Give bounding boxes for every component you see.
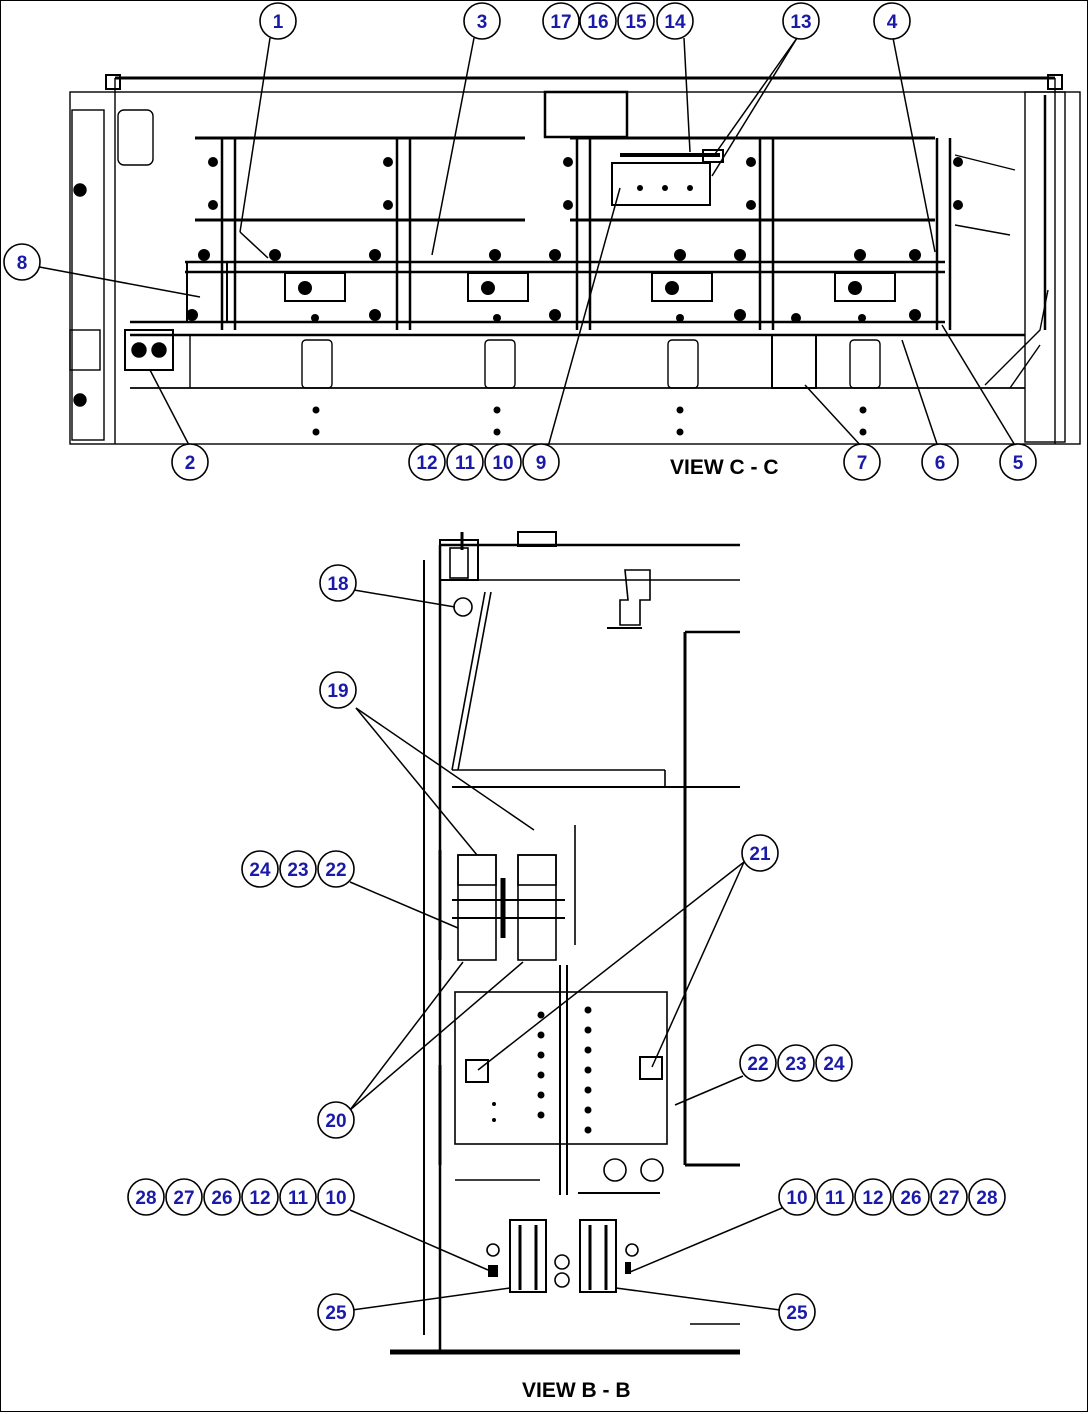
svg-text:25: 25 xyxy=(786,1303,808,1324)
callout-27[interactable]: 27 xyxy=(930,1178,968,1216)
callout-27[interactable]: 27 xyxy=(165,1178,203,1216)
callout-24[interactable]: 24 xyxy=(815,1044,853,1082)
view-c-drawing xyxy=(69,74,1081,445)
svg-text:18: 18 xyxy=(327,574,348,595)
callout-24[interactable]: 24 xyxy=(241,850,279,888)
callout-6[interactable]: 6 xyxy=(921,443,959,481)
svg-text:24: 24 xyxy=(823,1054,845,1075)
svg-text:22: 22 xyxy=(325,860,346,881)
callout-12[interactable]: 12 xyxy=(408,443,446,481)
svg-text:28: 28 xyxy=(135,1188,156,1209)
svg-text:7: 7 xyxy=(857,453,868,474)
svg-text:15: 15 xyxy=(625,12,647,33)
svg-text:24: 24 xyxy=(249,860,271,881)
view-c-title: VIEW C - C xyxy=(670,456,779,479)
callout-19[interactable]: 19 xyxy=(319,671,357,709)
svg-text:11: 11 xyxy=(288,1188,309,1209)
callout-7[interactable]: 7 xyxy=(843,443,881,481)
svg-text:10: 10 xyxy=(492,453,513,474)
callout-14[interactable]: 14 xyxy=(656,2,694,40)
svg-text:13: 13 xyxy=(790,12,811,33)
callout-11[interactable]: 11 xyxy=(816,1178,854,1216)
callout-21[interactable]: 21 xyxy=(741,834,779,872)
svg-text:27: 27 xyxy=(173,1188,194,1209)
callout-26[interactable]: 26 xyxy=(892,1178,930,1216)
callout-10[interactable]: 10 xyxy=(778,1178,816,1216)
svg-text:23: 23 xyxy=(287,860,308,881)
svg-text:10: 10 xyxy=(325,1188,346,1209)
svg-text:5: 5 xyxy=(1013,453,1024,474)
callout-11[interactable]: 11 xyxy=(446,443,484,481)
svg-text:1: 1 xyxy=(273,12,284,33)
svg-text:28: 28 xyxy=(976,1188,997,1209)
callout-22[interactable]: 22 xyxy=(739,1044,777,1082)
svg-text:12: 12 xyxy=(416,453,437,474)
svg-text:22: 22 xyxy=(747,1054,768,1075)
svg-text:12: 12 xyxy=(862,1188,883,1209)
callout-23[interactable]: 23 xyxy=(279,850,317,888)
view-b-drawing xyxy=(390,531,740,1355)
view-b-title: VIEW B - B xyxy=(522,1379,631,1402)
callout-11[interactable]: 11 xyxy=(279,1178,317,1216)
callout-2[interactable]: 2 xyxy=(171,443,209,481)
svg-text:8: 8 xyxy=(17,253,28,274)
callout-4[interactable]: 4 xyxy=(873,2,911,40)
svg-text:26: 26 xyxy=(211,1188,232,1209)
svg-text:25: 25 xyxy=(325,1303,347,1324)
callout-28[interactable]: 28 xyxy=(127,1178,165,1216)
callout-13[interactable]: 13 xyxy=(782,2,820,40)
svg-text:4: 4 xyxy=(887,12,898,33)
callout-8[interactable]: 8 xyxy=(3,243,41,281)
svg-text:19: 19 xyxy=(327,681,348,702)
callout-12[interactable]: 12 xyxy=(854,1178,892,1216)
svg-text:12: 12 xyxy=(249,1188,270,1209)
view-c-leaders xyxy=(33,37,1017,448)
callout-balloons: 1 3 17 16 15 14 13 4 8 2 12 11 10 9 7 6 … xyxy=(3,2,1037,1331)
callout-23[interactable]: 23 xyxy=(777,1044,815,1082)
callout-26[interactable]: 26 xyxy=(203,1178,241,1216)
view-c-fasteners xyxy=(186,157,963,436)
callout-20[interactable]: 20 xyxy=(317,1101,355,1139)
svg-text:10: 10 xyxy=(786,1188,807,1209)
svg-text:21: 21 xyxy=(749,844,771,865)
svg-text:23: 23 xyxy=(785,1054,806,1075)
callout-3[interactable]: 3 xyxy=(463,2,501,40)
svg-text:27: 27 xyxy=(938,1188,959,1209)
svg-text:14: 14 xyxy=(664,12,686,33)
view-b-leaders xyxy=(349,589,783,1311)
callout-22[interactable]: 22 xyxy=(317,850,355,888)
callout-15[interactable]: 15 xyxy=(617,2,655,40)
callout-10[interactable]: 10 xyxy=(484,443,522,481)
svg-text:11: 11 xyxy=(825,1188,846,1209)
callout-12[interactable]: 12 xyxy=(241,1178,279,1216)
svg-text:26: 26 xyxy=(900,1188,921,1209)
svg-text:3: 3 xyxy=(477,12,488,33)
svg-text:11: 11 xyxy=(455,453,476,474)
callout-16[interactable]: 16 xyxy=(579,2,617,40)
callout-10[interactable]: 10 xyxy=(317,1178,355,1216)
callout-25[interactable]: 25 xyxy=(778,1293,816,1331)
callout-18[interactable]: 18 xyxy=(319,564,357,602)
svg-text:20: 20 xyxy=(325,1111,346,1132)
callout-28[interactable]: 28 xyxy=(968,1178,1006,1216)
svg-text:6: 6 xyxy=(935,453,946,474)
svg-text:2: 2 xyxy=(185,453,196,474)
callout-17[interactable]: 17 xyxy=(542,2,580,40)
svg-text:17: 17 xyxy=(550,12,571,33)
view-b-fasteners xyxy=(488,1006,631,1277)
callout-5[interactable]: 5 xyxy=(999,443,1037,481)
svg-text:9: 9 xyxy=(536,453,547,474)
svg-text:16: 16 xyxy=(587,12,608,33)
callout-25[interactable]: 25 xyxy=(317,1293,355,1331)
callout-1[interactable]: 1 xyxy=(259,2,297,40)
callout-9[interactable]: 9 xyxy=(522,443,560,481)
